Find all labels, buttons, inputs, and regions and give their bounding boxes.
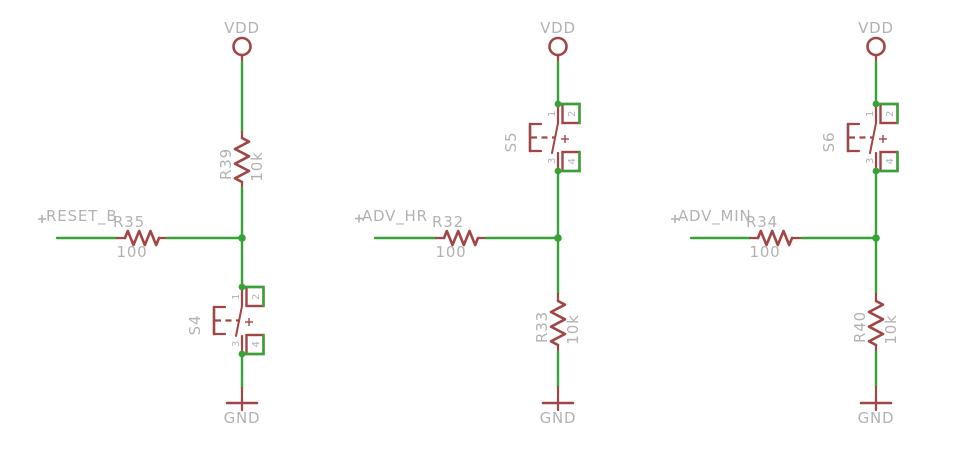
vdd-pin-circle (866, 36, 886, 57)
series-resistor-r34[interactable]: R34 100 (746, 213, 804, 261)
net-label: RESET_B (46, 207, 117, 226)
junction-dot (554, 234, 562, 242)
resistor-body-zigzag (867, 299, 885, 347)
pushbutton-switch-s4[interactable]: S4 1 2 3 4 (186, 283, 265, 358)
pin-number-2: 2 (885, 110, 896, 117)
pullup-resistor-r39[interactable]: R39 10k (217, 130, 266, 190)
pushbutton-switch-s5[interactable]: S5 1 2 3 4 (502, 100, 581, 175)
pad-wire-top[interactable] (874, 102, 899, 125)
pin-number-4: 4 (885, 158, 896, 165)
gnd-symbol[interactable]: GND (540, 385, 577, 427)
resistor-body-zigzag (442, 229, 480, 247)
pin-number-3: 3 (547, 157, 558, 164)
gnd-label: GND (540, 409, 577, 427)
pulldown-resistor-r40[interactable]: R40 10k (851, 292, 900, 354)
resistor-name: R35 (113, 213, 145, 231)
resistor-name: R39 (217, 148, 235, 180)
junction-dot-top (554, 100, 562, 108)
switch-name: S4 (186, 315, 204, 336)
pin-number-2: 2 (567, 110, 578, 117)
pin-number-3: 3 (231, 340, 242, 347)
pulldown-resistor-r33[interactable]: R33 10k (533, 292, 582, 354)
resistor-value: 10k (248, 151, 266, 181)
gnd-symbol[interactable]: GND (224, 386, 261, 427)
vdd-pin-circle (232, 36, 252, 57)
input-net-adv-hr: ADV_HR R32 100 (355, 207, 562, 261)
pad-wire-bottom[interactable] (240, 333, 265, 356)
resistor-value: 100 (116, 243, 147, 261)
circuit-adv-hr: VDD S5 1 (355, 19, 582, 427)
vdd-pin-circle (548, 36, 568, 57)
net-label: ADV_MIN (678, 207, 752, 226)
pin-number-3: 3 (865, 157, 876, 164)
vdd-port[interactable]: VDD (858, 19, 894, 64)
pad-wire-bottom[interactable] (556, 150, 581, 173)
input-net-reset-b: RESET_B R35 100 (38, 207, 246, 261)
resistor-name: R32 (432, 213, 464, 231)
pin-number-1: 1 (865, 110, 876, 117)
pin-number-1: 1 (547, 110, 558, 117)
junction-dot-top (238, 283, 246, 291)
gnd-label: GND (858, 409, 895, 427)
circuit-reset-b: VDD R39 10k RESET_B R35 100 (38, 19, 266, 427)
pushbutton-switch-s6[interactable]: S6 1 2 3 4 (820, 100, 899, 175)
pin-number-4: 4 (567, 158, 578, 165)
resistor-name: R33 (533, 311, 551, 343)
input-net-adv-min: ADV_MIN R34 100 (671, 207, 880, 261)
gnd-symbol[interactable]: GND (858, 385, 895, 427)
pad-wire-top[interactable] (556, 102, 581, 125)
switch-name: S6 (820, 132, 838, 153)
pad-wire-top[interactable] (240, 285, 265, 308)
resistor-value: 100 (435, 243, 466, 261)
net-label-anchor-cross (671, 215, 679, 223)
contact-cross (561, 135, 569, 143)
vdd-label: VDD (540, 19, 576, 37)
resistor-body-zigzag (756, 229, 794, 247)
junction-dot-top (872, 100, 880, 108)
actuator-symbol (846, 122, 873, 153)
junction-dot (238, 234, 246, 242)
vdd-port[interactable]: VDD (224, 19, 260, 64)
actuator-symbol (212, 305, 239, 336)
series-resistor-r35[interactable]: R35 100 (113, 213, 169, 261)
gnd-label: GND (224, 409, 261, 427)
pin-number-1: 1 (231, 293, 242, 300)
resistor-body-zigzag (549, 299, 567, 347)
vdd-label: VDD (858, 19, 894, 37)
net-label: ADV_HR (362, 207, 428, 226)
resistor-name: R40 (851, 311, 869, 343)
resistor-body-zigzag (123, 229, 161, 247)
series-resistor-r32[interactable]: R32 100 (432, 213, 488, 261)
resistor-value: 10k (564, 314, 582, 344)
pin-number-2: 2 (251, 293, 262, 300)
resistor-name: R34 (746, 213, 778, 231)
vdd-label: VDD (224, 19, 260, 37)
circuit-adv-min: VDD S6 1 (671, 19, 900, 427)
actuator-symbol (528, 122, 555, 153)
resistor-value: 100 (749, 243, 780, 261)
contact-cross (879, 135, 887, 143)
resistor-body-zigzag (233, 136, 251, 184)
net-label-anchor-cross (355, 214, 363, 223)
net-label-anchor-cross (38, 215, 46, 223)
pin-number-4: 4 (251, 341, 262, 348)
contact-cross (245, 318, 253, 326)
resistor-value: 10k (882, 314, 900, 344)
pad-wire-bottom[interactable] (874, 150, 899, 173)
junction-dot (872, 234, 880, 242)
switch-name: S5 (502, 132, 520, 153)
vdd-port[interactable]: VDD (540, 19, 576, 64)
